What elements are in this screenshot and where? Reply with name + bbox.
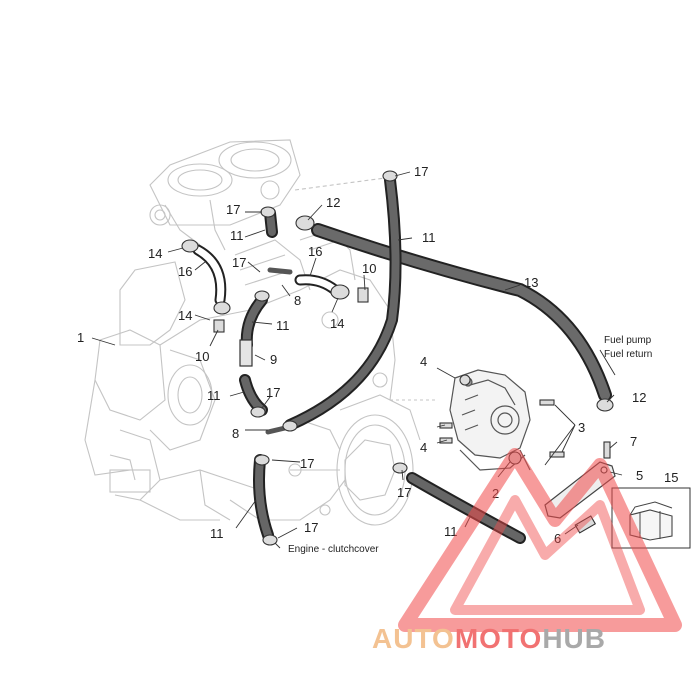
annotations: Fuel pump Fuel return Engine - clutchcov… (288, 335, 652, 555)
callout-11-middle: 11 (276, 318, 290, 333)
callout-14-right: 14 (330, 316, 344, 331)
clamps (181, 170, 614, 546)
callout-12-top: 12 (326, 195, 340, 210)
callout-10-left: 10 (195, 349, 209, 364)
note-fuel-pump: Fuel pump (604, 335, 652, 346)
callout-11-vertical: 11 (422, 230, 436, 245)
callout-14-middle: 14 (178, 308, 192, 323)
callout-3: 3 (578, 420, 585, 435)
callout-17-bottom: 17 (300, 456, 314, 471)
hoses (192, 174, 612, 544)
callout-6: 6 (554, 531, 561, 546)
callout-1: 1 (77, 330, 84, 345)
callout-17-top: 17 (414, 164, 428, 179)
clip-part-15 (611, 487, 691, 549)
callout-16-left: 16 (178, 264, 192, 279)
callout-11-right: 11 (444, 524, 458, 539)
callout-11-bottom: 11 (210, 526, 224, 541)
callout-11-lower: 11 (207, 388, 221, 403)
callout-8-upper: 8 (294, 293, 301, 308)
watermark-text: AUTOMOTOHUB (372, 623, 606, 654)
engine-outline (84, 139, 435, 526)
callout-labels: 1 2 3 4 4 5 6 7 8 8 9 10 10 11 11 11 11 … (77, 164, 678, 546)
callout-5: 5 (636, 468, 643, 483)
callout-12-right: 12 (632, 390, 646, 405)
callout-13: 13 (524, 275, 538, 290)
watermark-logo: AUTOMOTOHUB (372, 448, 682, 654)
watermark-hub: HUB (542, 623, 606, 654)
callout-7: 7 (630, 434, 637, 449)
callout-15: 15 (664, 470, 678, 485)
watermark-auto: AUTO (372, 623, 455, 654)
note-engine-clutchcover: Engine - clutchcover (288, 544, 379, 555)
callout-17-clutch: 17 (304, 520, 318, 535)
callout-16-right: 16 (308, 244, 322, 259)
watermark-moto: MOTO (455, 623, 542, 654)
callout-17-upper-left: 17 (226, 202, 240, 217)
callout-17-right: 17 (397, 485, 411, 500)
callout-9: 9 (270, 352, 277, 367)
callout-14-left: 14 (148, 246, 162, 261)
callout-17-middle: 17 (232, 255, 246, 270)
callout-8-lower: 8 (232, 426, 239, 441)
callout-4-lower: 4 (420, 440, 427, 455)
note-fuel-return: Fuel return (604, 349, 652, 360)
callout-11-top: 11 (230, 228, 244, 243)
callout-17-lower: 17 (266, 385, 280, 400)
fuel-pump-assembly (449, 369, 531, 471)
callout-4-upper: 4 (420, 354, 427, 369)
callout-10-right: 10 (362, 261, 376, 276)
